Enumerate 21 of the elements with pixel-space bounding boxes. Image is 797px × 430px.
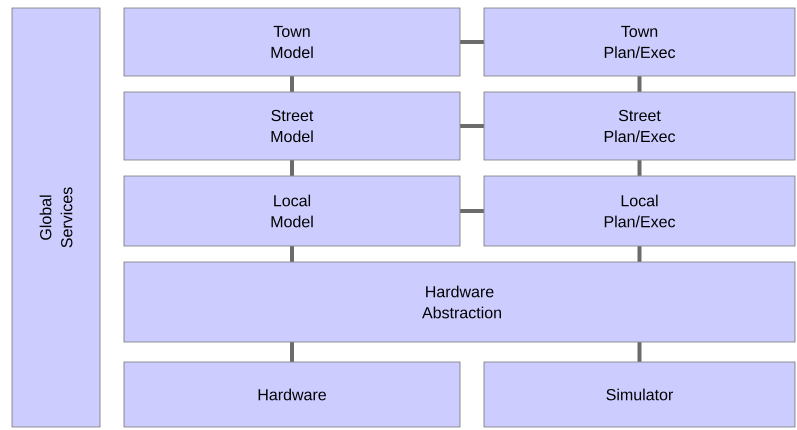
- connector-line: [638, 342, 642, 362]
- layer-box: Hardware Abstraction: [124, 262, 796, 342]
- connector-line: [460, 40, 484, 44]
- connector-line: [638, 160, 642, 176]
- connector-line: [460, 209, 484, 213]
- layer-box: Town Plan/Exec: [484, 8, 796, 76]
- layer-box: Simulator: [484, 362, 796, 428]
- layer-box: Local Plan/Exec: [484, 176, 796, 246]
- connector-line: [460, 124, 484, 128]
- connector-line: [638, 76, 642, 92]
- connector-line: [638, 246, 642, 262]
- connector-line: [290, 246, 294, 262]
- layer-box: Hardware: [124, 362, 460, 428]
- layer-box: Street Model: [124, 92, 460, 160]
- layer-box: Town Model: [124, 8, 460, 76]
- connector-line: [290, 342, 294, 362]
- connector-line: [290, 160, 294, 176]
- layer-box: Local Model: [124, 176, 460, 246]
- layer-box: Street Plan/Exec: [484, 92, 796, 160]
- layer-box: Global Services: [12, 8, 100, 428]
- connector-line: [290, 76, 294, 92]
